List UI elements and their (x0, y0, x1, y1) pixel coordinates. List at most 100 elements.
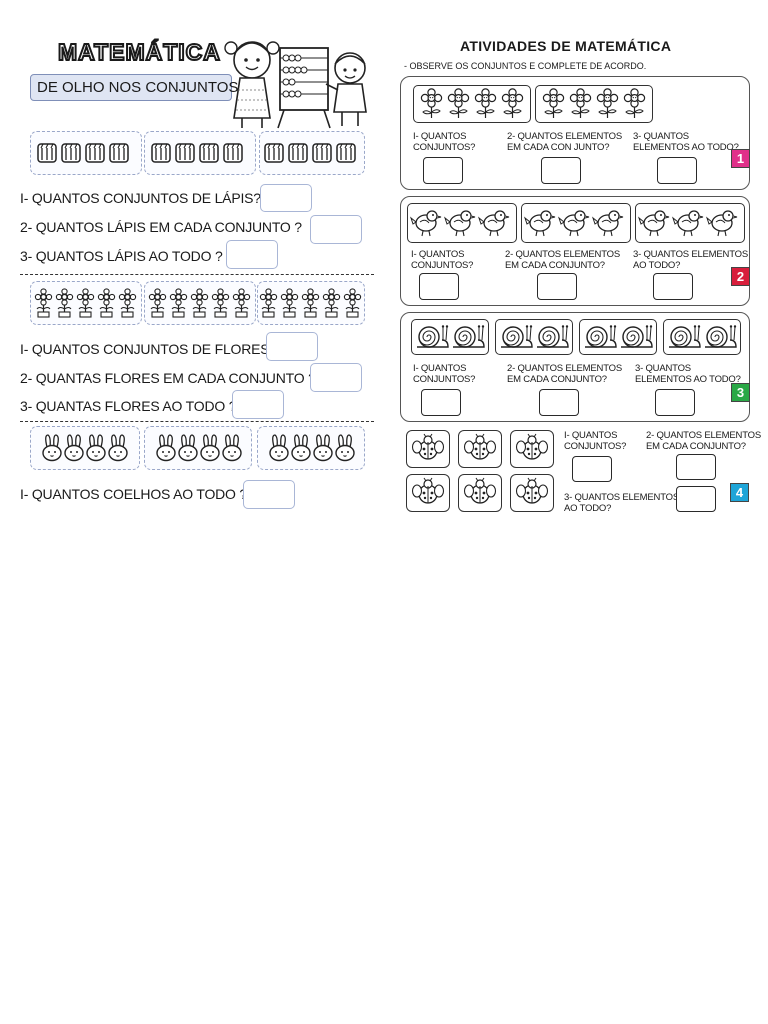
pencil-answer-3[interactable] (226, 240, 278, 269)
rabbit-icon (221, 433, 243, 468)
snail-set (411, 319, 489, 355)
bird-set (521, 203, 631, 243)
flower-icon (258, 288, 279, 323)
flower-icon (321, 288, 342, 323)
rabbit-icon (155, 433, 177, 468)
flower-answer-1[interactable] (266, 332, 318, 361)
flower-set (535, 85, 653, 123)
rabbit-icon (41, 433, 63, 468)
pencil-question-3: 3- QUANTOS LÁPIS AO TODO ? (20, 248, 223, 264)
flower-icon (168, 288, 189, 323)
rabbit-group (144, 426, 252, 470)
p1-answer-1[interactable] (423, 157, 463, 184)
p3-answer-1[interactable] (421, 389, 461, 416)
rabbit-row (268, 433, 356, 468)
rabbit-icon (290, 433, 312, 468)
p1-answer-2[interactable] (541, 157, 581, 184)
p1-question-1: I- QUANTOS CONJUNTOS? (413, 131, 476, 153)
pencil-icon (197, 140, 221, 171)
p3-answer-2[interactable] (539, 389, 579, 416)
pencil-group (259, 131, 365, 175)
flower-icon (33, 288, 54, 323)
rabbit-icon (268, 433, 290, 468)
rabbit-icon (334, 433, 356, 468)
flower-icon (445, 88, 472, 125)
flower-answer-3[interactable] (232, 390, 284, 419)
right-title: ATIVIDADES DE MATEMÁTICA (460, 38, 672, 54)
pencil-answer-2[interactable] (310, 215, 362, 244)
p2-answer-3[interactable] (653, 273, 693, 300)
snail-icon (534, 322, 570, 357)
flower-icon (189, 288, 210, 323)
pencil-row (35, 140, 131, 171)
bird-icon (443, 206, 478, 243)
bird-set (635, 203, 745, 243)
pencil-icon (310, 140, 334, 171)
p1-question-2: 2- QUANTOS ELEMENTOS EM CADA CON JUNTO? (507, 131, 622, 153)
p4-answer-2[interactable] (676, 454, 716, 480)
flower-row (540, 88, 648, 125)
right-worksheet: ATIVIDADES DE MATEMÁTICA - OBSERVE OS CO… (396, 30, 761, 520)
rabbit-row (155, 433, 243, 468)
pencil-row (262, 140, 358, 171)
snail-icon (414, 322, 450, 357)
pencil-group (30, 131, 142, 175)
ladybug-icon (515, 433, 549, 467)
pencil-answer-1[interactable] (260, 184, 312, 212)
bird-icon (409, 206, 444, 243)
snail-set (495, 319, 573, 355)
flower-row (33, 288, 138, 323)
rabbit-answer[interactable] (243, 480, 295, 509)
flower-question-1: I- QUANTOS CONJUNTOS DE FLORES? (20, 341, 277, 357)
flower-icon (418, 88, 445, 125)
bird-icon (477, 206, 512, 243)
panel-number-badge: 3 (731, 383, 750, 402)
bird-row (409, 206, 512, 243)
rabbit-icon (199, 433, 221, 468)
pencil-icon (83, 140, 107, 171)
bird-row (523, 206, 626, 243)
panel-number-badge: 4 (730, 483, 749, 502)
pencil-icon (286, 140, 310, 171)
panel-number-badge: 1 (731, 149, 750, 168)
snail-row (666, 322, 738, 357)
snail-icon (666, 322, 702, 357)
panel-3: I- QUANTOS CONJUNTOS? 2- QUANTOS ELEMENT… (400, 312, 750, 422)
bug-cell (458, 474, 502, 512)
p3-answer-3[interactable] (655, 389, 695, 416)
bird-icon (557, 206, 592, 243)
flower-icon (279, 288, 300, 323)
bug-cell (458, 430, 502, 468)
pencil-icon (35, 140, 59, 171)
flower-icon (54, 288, 75, 323)
flower-icon (231, 288, 252, 323)
p4-answer-3[interactable] (676, 486, 716, 512)
panel-1: I- QUANTOS CONJUNTOS? 2- QUANTOS ELEMENT… (400, 76, 750, 190)
pencil-icon (262, 140, 286, 171)
subtitle: DE OLHO NOS CONJUNTOS (37, 79, 239, 96)
right-instruction: - OBSERVE OS CONJUNTOS E COMPLETE DE ACO… (404, 61, 647, 71)
pencil-group (144, 131, 256, 175)
flower-question-3: 3- QUANTAS FLORES AO TODO ? (20, 398, 237, 414)
ladybug-icon (463, 477, 497, 511)
p3-question-1: I- QUANTOS CONJUNTOS? (413, 363, 476, 385)
p1-answer-3[interactable] (657, 157, 697, 184)
flower-icon (472, 88, 499, 125)
p2-answer-2[interactable] (537, 273, 577, 300)
p2-question-1: I- QUANTOS CONJUNTOS? (411, 249, 474, 271)
flower-answer-2[interactable] (310, 363, 362, 392)
flower-icon (210, 288, 231, 323)
bug-cell (510, 474, 554, 512)
flower-group (144, 281, 256, 325)
flower-row (258, 288, 363, 323)
section-divider (20, 274, 374, 275)
flower-icon (147, 288, 168, 323)
rabbit-icon (63, 433, 85, 468)
flower-icon (567, 88, 594, 125)
rabbit-icon (177, 433, 199, 468)
bird-icon (523, 206, 558, 243)
p2-answer-1[interactable] (419, 273, 459, 300)
p4-answer-1[interactable] (572, 456, 612, 482)
snail-icon (582, 322, 618, 357)
subtitle-box: DE OLHO NOS CONJUNTOS (30, 74, 238, 101)
